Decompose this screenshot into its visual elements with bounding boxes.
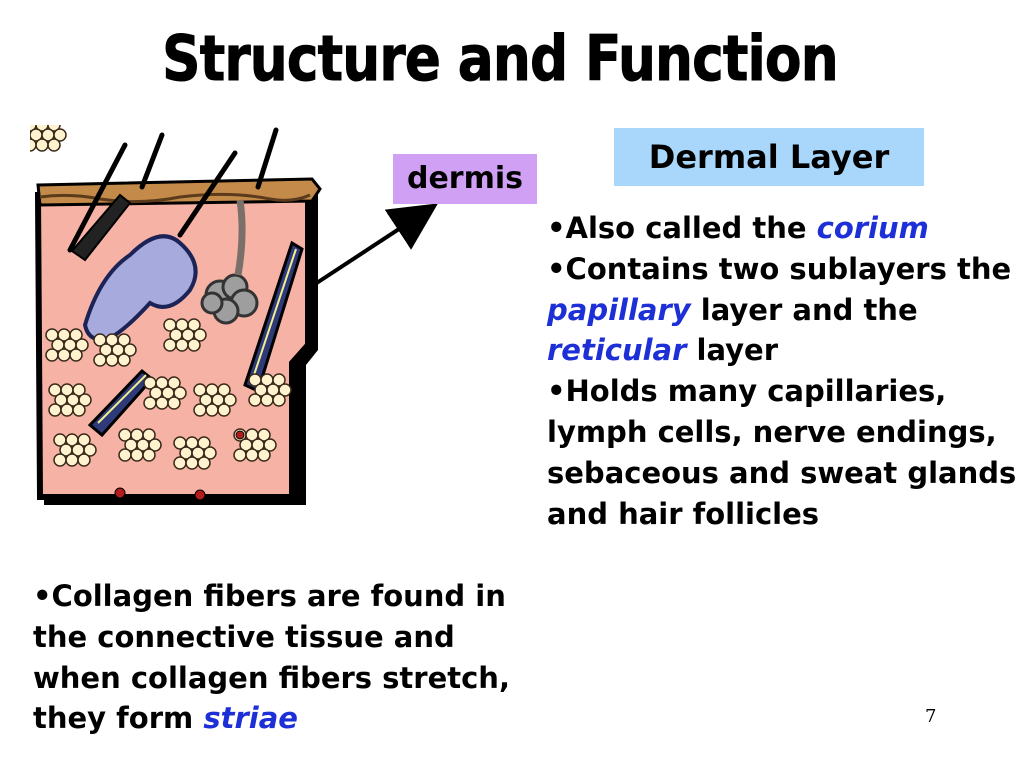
term-corium: corium: [816, 211, 929, 245]
bullet-text: layer and the: [690, 292, 918, 327]
bullet-contents: •Holds many capillaries, lymph cells, ne…: [547, 374, 1017, 531]
bullet-sublayers: •Contains two sublayers the papillary la…: [547, 249, 1017, 371]
right-bullet-list: •Also called the corium •Contains two su…: [547, 208, 1017, 534]
bullet-text: layer: [686, 333, 779, 368]
term-reticular: reticular: [547, 333, 687, 368]
dermis-label: dermis: [393, 154, 537, 204]
page-number: 7: [925, 706, 937, 727]
dermal-layer-heading: Dermal Layer: [614, 128, 924, 186]
bullet-text: •Contains two sublayers the: [547, 251, 1012, 286]
bullet-text: •Collagen fibers are found in the connec…: [33, 579, 510, 736]
slide-title: Structure and Function: [162, 22, 839, 96]
bullet-corium: •Also called the corium: [547, 208, 1017, 249]
skin-cross-section-icon: [30, 125, 322, 505]
bullet-text: •Also called the: [547, 211, 817, 245]
term-striae: striae: [203, 701, 298, 736]
term-papillary: papillary: [547, 292, 691, 327]
left-bullet: •Collagen fibers are found in the connec…: [33, 576, 533, 739]
